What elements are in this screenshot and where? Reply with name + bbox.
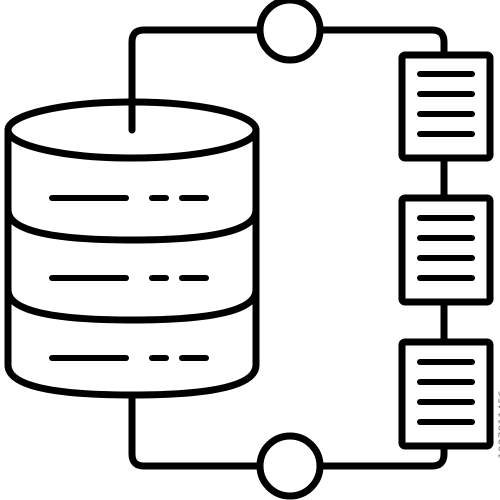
database-body xyxy=(4,126,260,399)
connector-top-right xyxy=(316,26,448,59)
connector-lines xyxy=(128,26,448,470)
connector-top-left xyxy=(128,26,264,134)
node-circle-top xyxy=(256,0,324,64)
database-divider-1 xyxy=(4,206,260,244)
document-icon-3 xyxy=(398,338,494,450)
connector-bottom-right xyxy=(316,442,448,470)
node-circle-bottom xyxy=(256,432,324,500)
connector-bottom-left xyxy=(128,388,264,470)
database-divider-2 xyxy=(4,286,260,324)
database-icon xyxy=(4,98,260,399)
document-icon-1 xyxy=(398,51,494,162)
document-icon-2 xyxy=(398,194,494,306)
